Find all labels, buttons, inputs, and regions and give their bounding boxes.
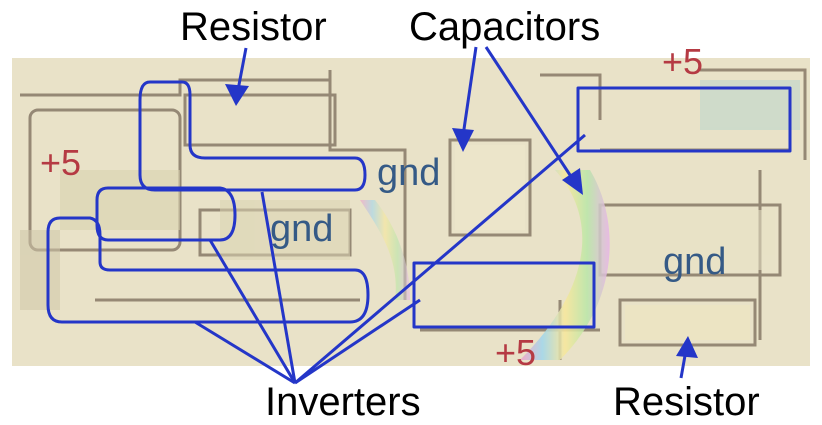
oxide-rainbow — [520, 170, 610, 360]
inverter-outline-top — [138, 80, 367, 192]
capacitor-box-top-right — [576, 86, 792, 153]
label-inverters: Inverters — [265, 380, 421, 424]
die-fill-regions — [20, 80, 800, 340]
label-plus5-top-right: +5 — [662, 41, 704, 82]
oxide-rainbow-2 — [360, 200, 410, 300]
label-plus5-bottom: +5 — [495, 332, 537, 373]
label-capacitors: Capacitors — [409, 5, 601, 49]
annotation-layer — [46, 46, 792, 385]
label-gnd-right: gnd — [663, 241, 727, 283]
label-resistor-bottom: Resistor — [613, 380, 760, 424]
label-plus5-left: +5 — [40, 142, 82, 183]
inverter-outline-middle — [95, 186, 237, 242]
label-gnd-left: gnd — [270, 208, 334, 250]
label-gnd-upper: gnd — [377, 152, 441, 194]
label-resistor-top: Resistor — [180, 5, 327, 49]
inverter-outline-bottom — [46, 216, 370, 324]
capacitor-box-bottom — [412, 261, 596, 329]
annotation-arrowheads — [225, 84, 698, 358]
